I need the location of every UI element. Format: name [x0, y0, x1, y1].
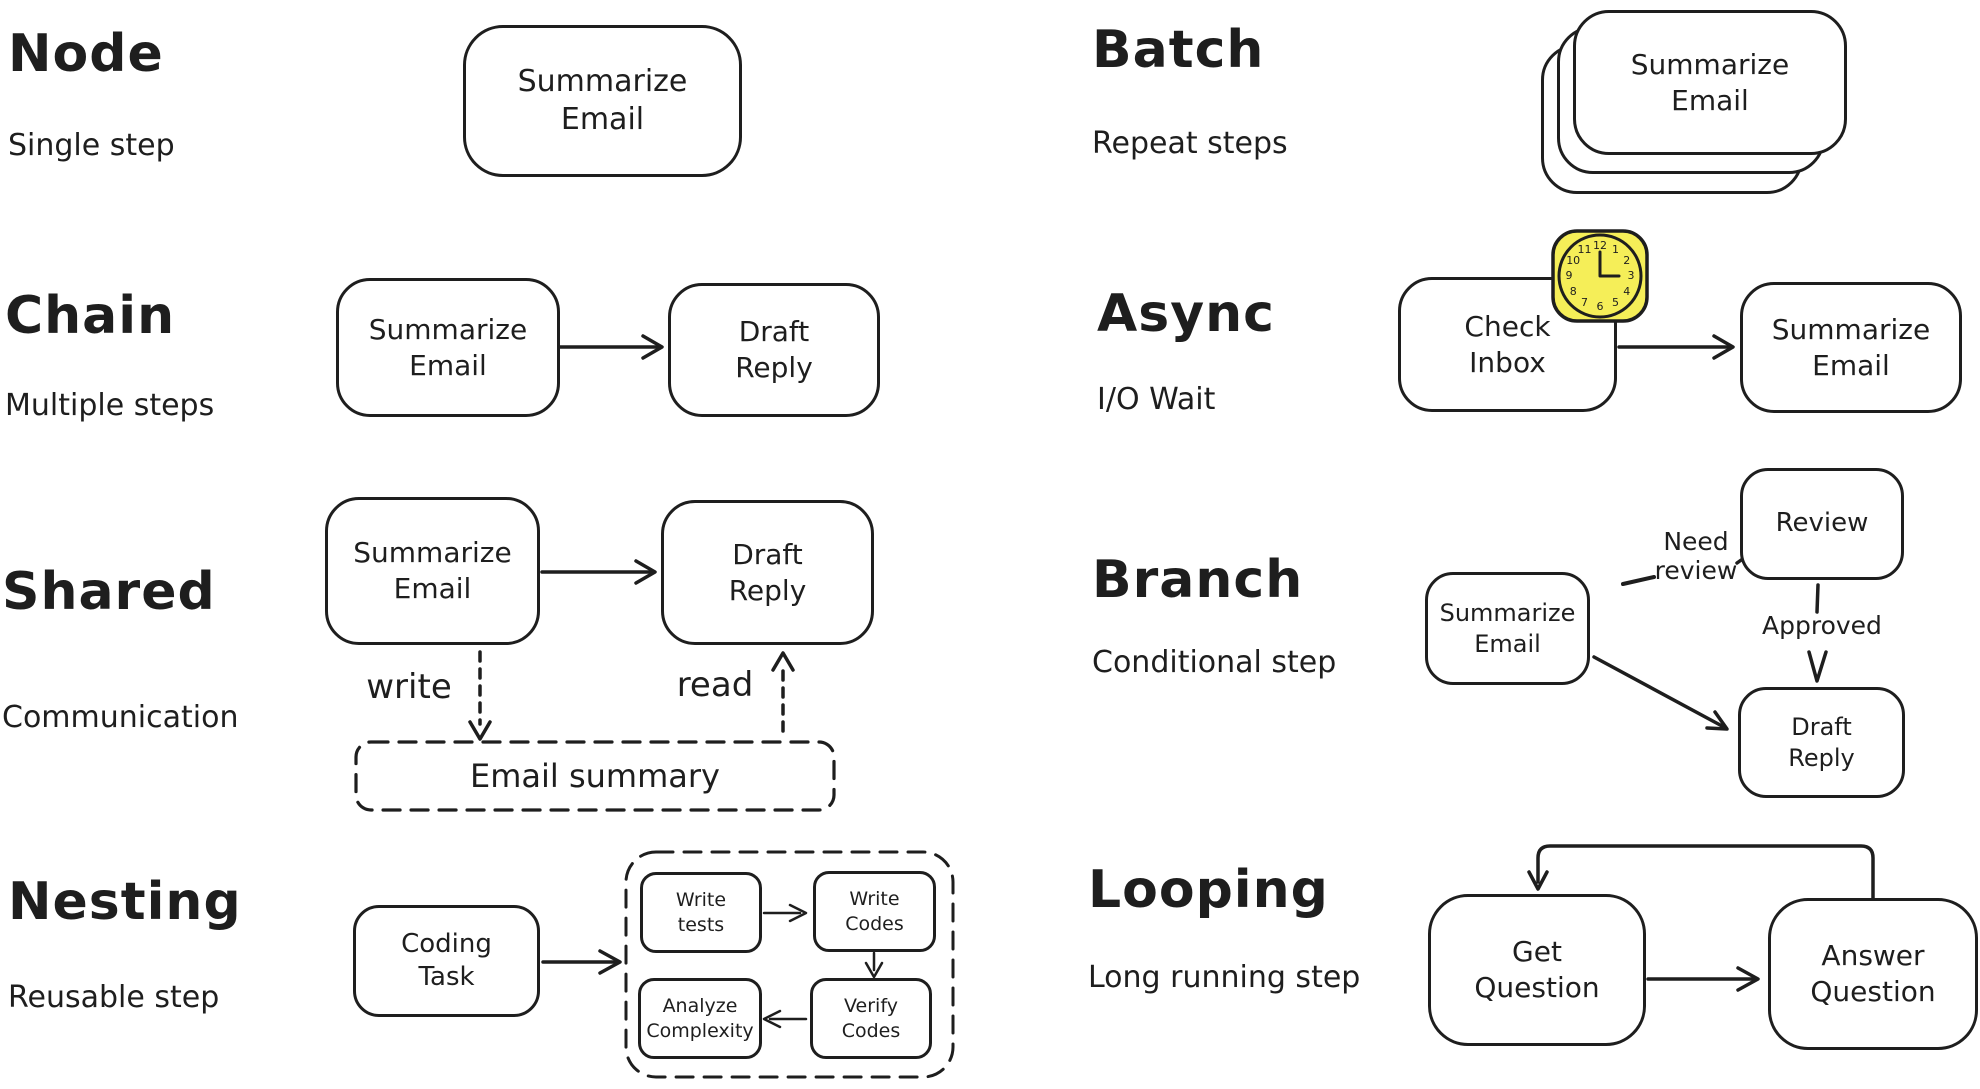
looping-loopback-arrowhead-icon: [1527, 870, 1549, 891]
clock-number: 7: [1581, 296, 1588, 309]
branch-need-review-dash: [1621, 575, 1656, 586]
clock-hands-icon: [1598, 250, 1621, 278]
branch-diagonal-arrow: [1592, 655, 1724, 728]
shared-read-label: read: [676, 665, 754, 705]
nesting-box-write-codes: Write Codes: [813, 871, 936, 952]
batch-card-front-summarize-email: Summarize Email: [1573, 10, 1847, 155]
clock-number: 4: [1623, 285, 1630, 298]
branch-box-draft-reply: Draft Reply: [1738, 687, 1905, 798]
shared-read-arrowhead-icon: [771, 651, 795, 672]
chain-box-summarize-email: Summarize Email: [336, 278, 560, 417]
clock-number: 8: [1570, 285, 1577, 298]
nesting-verify-analyze-arrowhead-icon: [762, 1009, 782, 1029]
async-title: Async: [1097, 284, 1275, 344]
branch-diagonal-arrowhead-icon: [1705, 710, 1729, 731]
shared-subtitle: Communication: [2, 700, 239, 735]
clock-number: 10: [1566, 254, 1580, 267]
node-box-summarize-email: Summarize Email: [463, 25, 742, 177]
branch-subtitle: Conditional step: [1092, 645, 1337, 680]
batch-title: Batch: [1092, 20, 1265, 80]
shared-box-draft-reply: Draft Reply: [661, 500, 874, 645]
branch-approved-label: Approved: [1762, 611, 1882, 640]
clock-number: 2: [1623, 254, 1630, 267]
node-subtitle: Single step: [8, 128, 175, 163]
chain-arrowhead-icon: [641, 334, 664, 360]
branch-approved-arrowhead-icon: [1807, 650, 1828, 683]
looping-box-answer-question: Answer Question: [1768, 898, 1978, 1050]
branch-box-review: Review: [1740, 468, 1904, 580]
shared-title: Shared: [2, 562, 216, 622]
shared-arrowhead-icon: [634, 559, 657, 585]
looping-arrowhead-icon: [1736, 966, 1760, 992]
async-subtitle: I/O Wait: [1097, 382, 1216, 417]
node-title: Node: [8, 24, 164, 84]
chain-box-draft-reply: Draft Reply: [668, 283, 880, 417]
nesting-arrowhead-icon: [598, 949, 622, 975]
async-box-summarize-email: Summarize Email: [1740, 282, 1962, 413]
clock-number: 5: [1612, 296, 1619, 309]
branch-box-summarize-email: Summarize Email: [1425, 572, 1590, 685]
nesting-box-coding-task: Coding Task: [353, 905, 540, 1017]
clock-number: 9: [1566, 269, 1573, 282]
nesting-tests-codes-arrowhead-icon: [788, 903, 808, 923]
looping-box-get-question: Get Question: [1428, 894, 1646, 1046]
chain-title: Chain: [5, 286, 176, 346]
looping-title: Looping: [1088, 860, 1329, 920]
nesting-codes-verify-arrowhead-icon: [864, 961, 884, 979]
async-arrowhead-icon: [1712, 334, 1735, 360]
looping-loopback-arrow: [1536, 844, 1875, 900]
shared-box-summarize-email: Summarize Email: [325, 497, 540, 645]
shared-store-label: Email summary: [470, 757, 720, 795]
branch-need-review-label: Need review: [1654, 527, 1738, 585]
nesting-box-verify-codes: Verify Codes: [810, 978, 932, 1059]
shared-write-arrowhead-icon: [468, 720, 492, 741]
batch-subtitle: Repeat steps: [1092, 126, 1288, 161]
clock-number: 11: [1578, 243, 1592, 256]
clock-icon: 12 1 2 3 4 5 6 7 8 9 10 11: [1551, 229, 1649, 323]
nesting-box-analyze-complexity: Analyze Complexity: [638, 978, 762, 1059]
clock-number: 12: [1593, 239, 1607, 252]
branch-title: Branch: [1092, 550, 1304, 610]
shared-write-label: write: [366, 667, 452, 707]
shared-store-box: [354, 740, 836, 812]
async-box-check-inbox: Check Inbox: [1398, 277, 1617, 412]
nesting-subtitle: Reusable step: [8, 980, 220, 1015]
clock-number: 6: [1597, 300, 1604, 313]
clock-number: 1: [1612, 243, 1619, 256]
chain-subtitle: Multiple steps: [5, 388, 215, 423]
nesting-title: Nesting: [8, 872, 242, 932]
branch-approved-line: [1815, 583, 1820, 614]
clock-number: 3: [1628, 269, 1635, 282]
nesting-container-box: [624, 850, 955, 1079]
nesting-box-write-tests: Write tests: [640, 872, 762, 953]
looping-subtitle: Long running step: [1088, 960, 1361, 995]
